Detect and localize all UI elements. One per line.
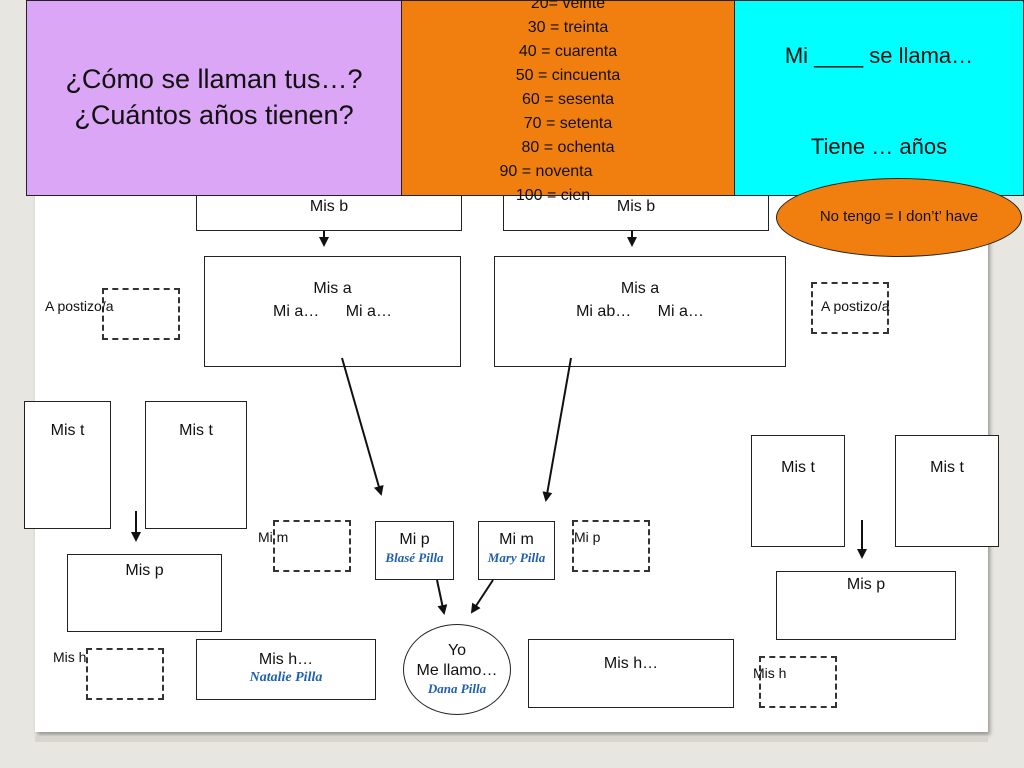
primos-left-box: Mis p (67, 554, 222, 632)
yo-line-1: Yo (447, 642, 467, 659)
abuelos-left-subs: Mi a… Mi a… (205, 302, 460, 322)
hermanastros-right-dashed-box (759, 656, 837, 708)
hermanos-right-box: Mis h… (528, 639, 734, 708)
madre-label: Mi m (499, 531, 534, 548)
padre-box: Mi p Blasé Pilla (375, 521, 454, 580)
abuelo-right-1: Mi ab… (576, 303, 632, 320)
madre-name: Mary Pilla (487, 550, 546, 565)
hermanastros-left-dashed-box (86, 648, 164, 700)
hermanos-left-label: Mis h… (258, 651, 314, 668)
hermanastros-left-label: Mis h (53, 649, 87, 665)
padre-name: Blasé Pilla (385, 550, 444, 565)
number-item: 60 = sesenta (521, 91, 615, 108)
no-tengo-oval: No tengo = I don’t’ have (776, 178, 1022, 257)
tio-right-2-label: Mis t (930, 459, 964, 476)
primos-right-label: Mis p (846, 576, 886, 593)
phrase-line-2: Tiene … años (810, 134, 948, 159)
hermanos-right-label: Mis h… (603, 655, 659, 672)
apostizo-left-label: A postizo/a (45, 298, 114, 314)
abuelos-left-box: Mis a Mi a… Mi a… (204, 256, 461, 367)
number-item: 50 = cincuenta (515, 67, 621, 84)
yo-line-2: Me llamo… (416, 662, 498, 679)
yo-name: Dana Pilla (427, 681, 487, 696)
abuelo-left-1: Mi a… (273, 303, 320, 320)
tio-left-1-box: Mis t (24, 401, 111, 529)
number-item: 40 = cuarenta (518, 43, 618, 60)
apostizo-left-dashed-box (102, 288, 180, 340)
abuelo-right-2: Mi a… (657, 303, 704, 320)
phrase-line-1: Mi ____ se llama… (784, 43, 974, 68)
hermanos-left-name: Natalie Pilla (249, 670, 323, 685)
number-item: 70 = setenta (523, 115, 613, 132)
tio-left-2-label: Mis t (179, 422, 213, 439)
abuelos-right-subs: Mi ab… Mi a… (495, 302, 785, 322)
abuelos-left-title: Mis a (313, 280, 352, 297)
tio-left-2-box: Mis t (145, 401, 247, 529)
phrases-panel: Mi ____ se llama… Tiene … años (734, 0, 1024, 196)
bisabuelos-left-label: Mis b (309, 198, 349, 215)
numbers-panel: 20= veinte 30 = treinta 40 = cuarenta 50… (401, 0, 735, 204)
tio-left-1-label: Mis t (50, 422, 85, 439)
primos-right-box: Mis p (776, 571, 956, 640)
no-tengo-label: No tengo = I don’t’ have (819, 208, 979, 225)
madrastra-dashed-box (273, 520, 351, 572)
question-line-1: ¿Cómo se llaman tus…? (65, 64, 363, 94)
hermanastros-right-label: Mis h (753, 665, 787, 681)
madrastra-label: Mi m (258, 529, 289, 545)
madre-box: Mi m Mary Pilla (478, 521, 555, 580)
number-item: 80 = ochenta (521, 139, 615, 156)
number-item: 90 = noventa (499, 163, 593, 180)
hermanos-left-box: Mis h… Natalie Pilla (196, 639, 376, 700)
number-item: 20= veinte (530, 0, 606, 12)
slide-bottom-strip (35, 736, 988, 742)
questions-panel: ¿Cómo se llaman tus…? ¿Cuántos años tien… (26, 0, 402, 196)
yo-oval: Yo Me llamo… Dana Pilla (403, 624, 511, 715)
tio-right-1-label: Mis t (781, 459, 815, 476)
abuelos-right-box: Mis a Mi ab… Mi a… (494, 256, 786, 367)
padre-label: Mi p (399, 531, 430, 548)
abuelo-left-2: Mi a… (345, 303, 392, 320)
apostizo-right-label: A postizo/a (821, 298, 890, 314)
tio-right-1-box: Mis t (751, 435, 845, 547)
primos-left-label: Mis p (125, 562, 164, 579)
number-item: 100 = cien (515, 187, 591, 204)
padrastro-label: Mi p (574, 529, 601, 545)
numbers-list: 20= veinte 30 = treinta 40 = cuarenta 50… (402, 0, 734, 208)
question-line-2: ¿Cuántos años tienen? (74, 100, 354, 130)
padrastro-dashed-box (572, 520, 650, 572)
apostizo-right-dashed-box (811, 282, 889, 334)
bisabuelos-right-label: Mis b (616, 198, 656, 215)
number-item: 30 = treinta (527, 19, 609, 36)
tio-right-2-box: Mis t (895, 435, 999, 547)
abuelos-right-title: Mis a (620, 280, 660, 297)
